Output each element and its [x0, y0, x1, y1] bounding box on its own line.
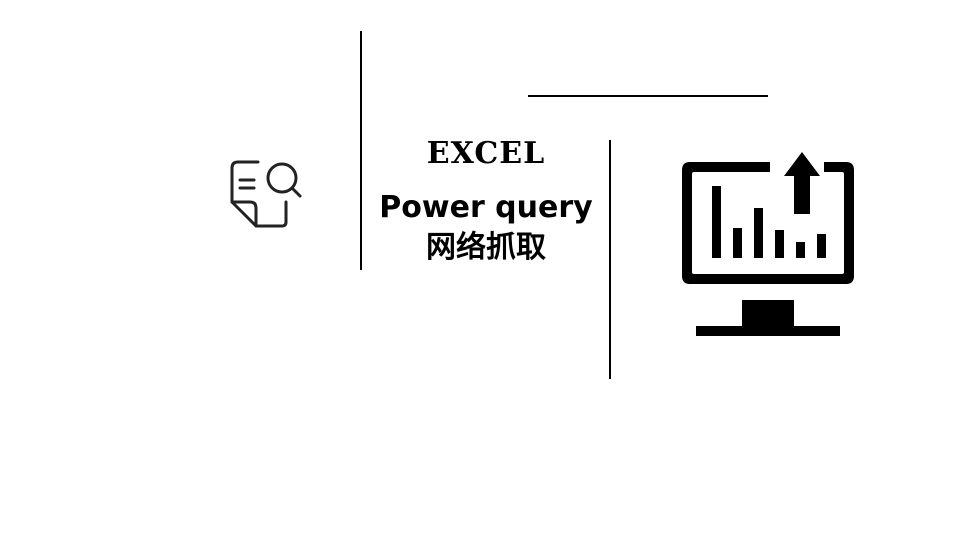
- divider-left-vertical: [360, 31, 362, 270]
- title-power-query: Power query: [379, 190, 593, 225]
- title-excel: EXCEL: [426, 136, 546, 171]
- divider-right-vertical: [609, 140, 611, 379]
- document-search-icon: [230, 160, 302, 228]
- divider-top-horizontal: [528, 95, 768, 97]
- monitor-bar-chart-upload-icon: [682, 152, 854, 336]
- title-web-scraping: 网络抓取: [426, 230, 546, 265]
